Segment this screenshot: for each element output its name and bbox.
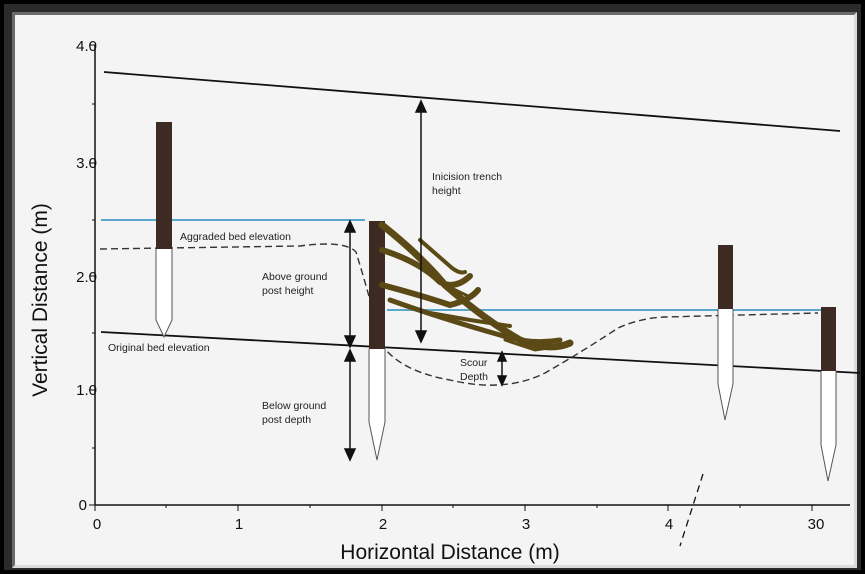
x-tick-5: 30 — [808, 516, 825, 533]
arrow-above-ground — [343, 219, 357, 349]
label-original-bed: Original bed elevation — [108, 342, 210, 354]
y-tick-4: 4.0 — [76, 38, 97, 55]
x-tick-2: 2 — [379, 516, 387, 533]
label-incision-1: Inicision trench — [432, 171, 502, 183]
y-tick-0: 0 — [79, 497, 87, 514]
axis-break-marker — [679, 473, 704, 547]
x-tick-4: 4 — [665, 516, 673, 533]
arrow-scour-depth — [496, 350, 508, 387]
label-below-ground-2: post depth — [262, 414, 311, 426]
scoured-bed-profile — [99, 243, 819, 386]
x-axis-title: Horizontal Distance (m) — [340, 541, 559, 564]
y-tick-2: 2.0 — [76, 269, 97, 286]
x-axis: 0 1 2 3 4 30 Horizontal Distance (m) — [93, 473, 850, 564]
post-1 — [155, 122, 173, 339]
post-3 — [717, 245, 734, 421]
label-aggraded-bed: Aggraded bed elevation — [180, 231, 291, 243]
trench-top-line — [103, 71, 841, 132]
x-tick-0: 0 — [93, 516, 101, 533]
label-incision-2: height — [432, 185, 461, 197]
figure-panel — [12, 12, 857, 568]
y-axis: 0 1.0 2.0 3.0 4.0 Vertical Distance (m) — [29, 38, 97, 514]
arrow-below-ground — [343, 348, 357, 462]
woody-debris — [378, 221, 574, 352]
y-tick-1: 1.0 — [76, 382, 97, 399]
post-4 — [820, 307, 837, 482]
label-below-ground-1: Below ground — [262, 400, 326, 412]
arrow-incision-height — [414, 99, 428, 344]
y-tick-3: 3.0 — [76, 155, 97, 172]
label-scour-2: Depth — [460, 371, 488, 383]
x-tick-3: 3 — [522, 516, 530, 533]
label-above-ground-1: Above ground — [262, 271, 328, 283]
label-scour-1: Scour — [460, 357, 488, 369]
x-tick-1: 1 — [235, 516, 243, 533]
label-above-ground-2: post height — [262, 285, 313, 297]
post-2 — [368, 221, 386, 461]
y-axis-title: Vertical Distance (m) — [29, 203, 52, 397]
